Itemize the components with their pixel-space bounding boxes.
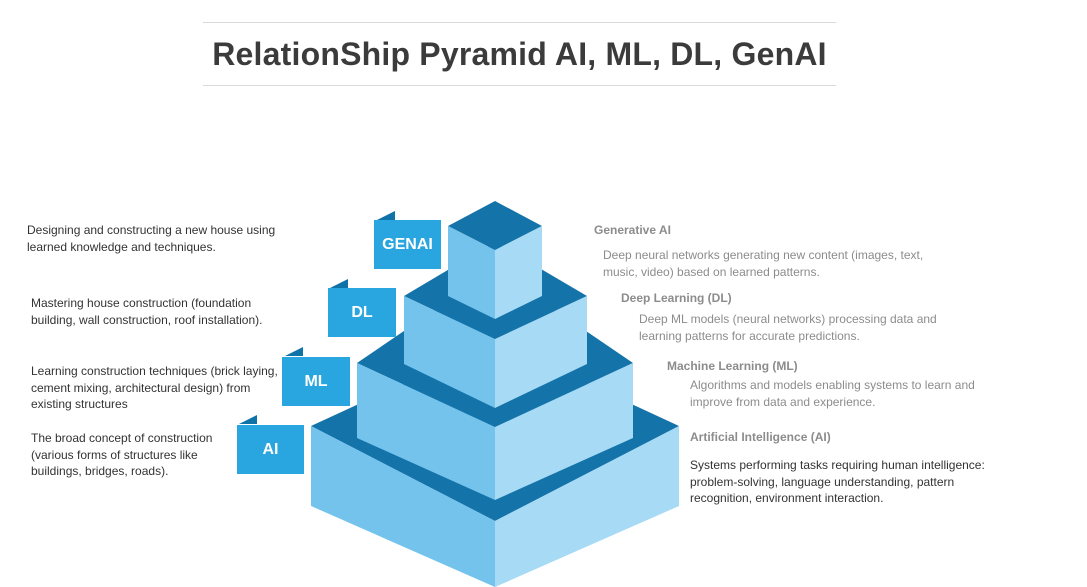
genai-left-text: Designing and constructing a new house u… — [27, 223, 276, 254]
ai-tag: AI — [237, 425, 304, 474]
tier-genai-left-face — [448, 226, 495, 319]
ai-tag-notch — [239, 415, 257, 424]
ai-heading: Artificial Intelligence (AI) — [690, 430, 831, 444]
tier-genai-right-face — [495, 226, 542, 319]
genai-description: Deep neural networks generating new cont… — [603, 248, 924, 279]
dl-left-text: Mastering house construction (foundation… — [31, 296, 263, 327]
tier-dl-left-face — [404, 296, 495, 408]
page-title: RelationShip Pyramid AI, ML, DL, GenAI — [212, 35, 827, 72]
genai-tag-notch — [377, 211, 395, 220]
tier-ai-left-face — [311, 426, 495, 587]
genai-tag: GENAI — [374, 220, 441, 269]
tier-ml-left-face — [357, 363, 495, 500]
title-bar: RelationShip Pyramid AI, ML, DL, GenAI — [203, 22, 836, 86]
ml-tag: ML — [282, 357, 350, 406]
pyramid-tier-genai — [448, 201, 542, 319]
ml-left-text: Learning construction techniques (brick … — [31, 364, 278, 411]
ai-left-text: The broad concept of construction (vario… — [31, 431, 213, 478]
tier-ai-right-face — [495, 426, 679, 587]
ai-description: Systems performing tasks requiring human… — [690, 458, 985, 505]
dl-tag: DL — [328, 288, 396, 337]
ml-tag-notch — [285, 347, 303, 356]
dl-tag-notch — [330, 279, 348, 288]
genai-heading: Generative AI — [594, 223, 671, 237]
dl-description: Deep ML models (neural networks) process… — [639, 312, 937, 343]
tier-dl-right-face — [495, 296, 587, 408]
tier-ml-right-face — [495, 363, 633, 500]
dl-heading: Deep Learning (DL) — [621, 291, 732, 305]
ml-description: Algorithms and models enabling systems t… — [690, 378, 975, 409]
tier-genai-top-face — [448, 201, 542, 250]
ml-heading: Machine Learning (ML) — [667, 359, 798, 373]
